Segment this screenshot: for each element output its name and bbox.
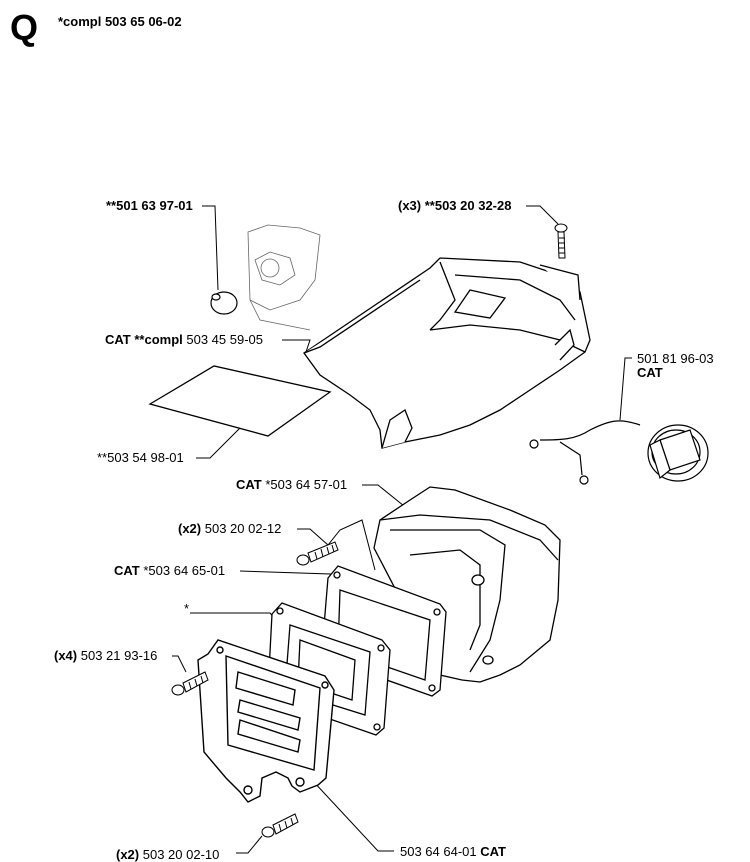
leader-line bbox=[311, 779, 394, 852]
callout-503-64-65-01[interactable]: CAT *503 64 65-01 bbox=[114, 563, 226, 578]
filter-sheet bbox=[148, 365, 332, 437]
callout-503-21-93-16[interactable]: (x4) 503 21 93-16 bbox=[54, 648, 158, 663]
muffler-body bbox=[373, 486, 561, 683]
fuel-cap bbox=[529, 420, 709, 485]
callout-503-64-57-01[interactable]: CAT *503 64 57-01 bbox=[236, 477, 348, 492]
assembly-number: *compl 503 65 06-02 bbox=[58, 14, 182, 29]
callout-501-63-97-01[interactable]: **501 63 97-01 bbox=[106, 198, 193, 213]
leader-line bbox=[172, 655, 187, 673]
callout-503-64-64-01[interactable]: 503 64 64-01 CAT bbox=[400, 844, 506, 859]
leader-line bbox=[297, 519, 376, 571]
leader-line bbox=[236, 835, 263, 854]
leader-line bbox=[362, 484, 405, 507]
leader-line bbox=[619, 357, 632, 421]
callout-asterisk[interactable]: * bbox=[184, 601, 190, 616]
screw-x2-bottom bbox=[261, 813, 299, 838]
screw-top bbox=[554, 223, 568, 259]
callout-503-45-59-05[interactable]: CAT **compl 503 45 59-05 bbox=[105, 332, 263, 347]
leader-line bbox=[282, 339, 311, 353]
leader-line bbox=[526, 205, 559, 225]
cylinder-cover bbox=[303, 257, 591, 449]
cap-washer bbox=[210, 291, 238, 315]
leader-line bbox=[190, 612, 281, 626]
front-plate bbox=[197, 639, 335, 803]
leader-line bbox=[202, 205, 219, 291]
callout-503-20-02-12[interactable]: (x2) 503 20 02-12 bbox=[178, 521, 282, 536]
housing-sketch bbox=[247, 224, 321, 331]
screw-x2-top bbox=[296, 541, 339, 566]
section-letter: Q bbox=[10, 7, 39, 48]
callout-503-54-98-01[interactable]: **503 54 98-01 bbox=[97, 450, 184, 465]
screw-x4 bbox=[171, 671, 209, 696]
leader-line bbox=[196, 427, 241, 459]
callout-503-20-32-28[interactable]: (x3) **503 20 32-28 bbox=[398, 198, 512, 213]
